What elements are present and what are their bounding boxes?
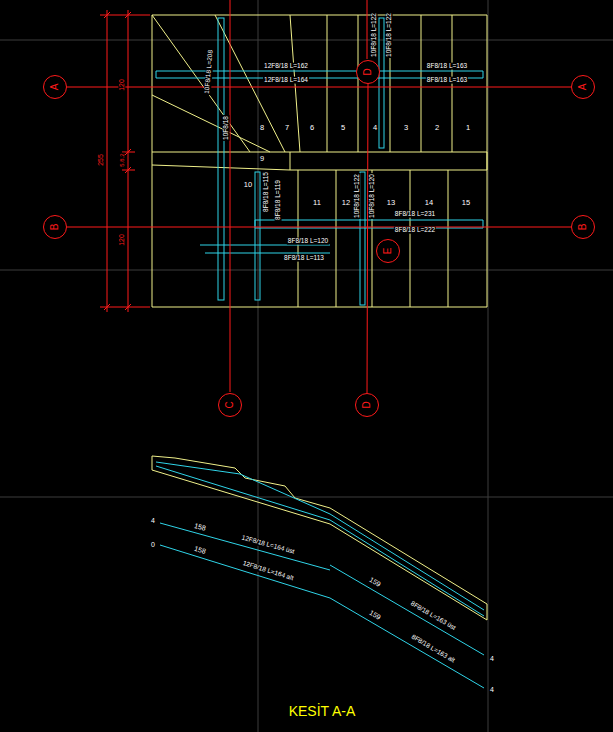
rebar: [379, 18, 384, 148]
stair-outline: [152, 15, 487, 307]
rebar-label: 8F8/18 L=163: [426, 63, 468, 70]
step-number: 3: [403, 124, 409, 132]
rebar-label: 12F8/18 L=164: [263, 77, 309, 84]
rebar-label: 10F8/18 L=122: [371, 12, 378, 58]
step-number: 6: [309, 124, 315, 132]
bar-schedule-line: [160, 523, 484, 688]
rebar-label: 10F8/18 L=122: [354, 173, 361, 219]
section-rebar: [156, 462, 484, 616]
axis-bubble: A: [43, 75, 67, 99]
step-number: 13: [386, 199, 396, 207]
axis-letter: D: [363, 68, 373, 75]
axis-letter: A: [578, 84, 588, 91]
bar-length: 158: [192, 522, 207, 533]
axis-bubble: A: [571, 75, 595, 99]
axis-letter: A: [50, 84, 60, 91]
rebar: [156, 71, 483, 253]
rebar-label: 8F8/18 L=120: [287, 238, 329, 245]
rebar-label: 12F8/18 L=164 üst: [240, 534, 296, 556]
axis-letter: B: [50, 224, 60, 231]
stair-wall: [290, 152, 487, 170]
step-number: 1: [465, 124, 471, 132]
step-number: 12: [341, 199, 351, 207]
rebar-label: 12F8/18 L=164 alt: [241, 560, 295, 583]
axis-bubble: D: [355, 393, 379, 417]
rebar-label: 8F8/18 L=119: [275, 179, 282, 221]
rebar-label: 8F8/18 L=163 alt: [409, 633, 456, 665]
axis-bubble: B: [571, 215, 595, 239]
axis-letter: D: [362, 401, 372, 408]
step-number: 15: [461, 199, 471, 207]
axis-line: [67, 87, 571, 88]
axis-bubble: E: [376, 239, 400, 263]
rebar-label: 10F8/18 L=120: [369, 173, 376, 219]
axis-bubble: B: [43, 215, 67, 239]
rebar: [218, 18, 224, 300]
dimension: 255: [97, 153, 104, 167]
axis-line: [230, 0, 367, 392]
axis-line: [67, 227, 571, 228]
rebar-label: 8F8/18 L=222: [394, 227, 436, 234]
step-number: 7: [284, 124, 290, 132]
step-number: 9: [259, 155, 265, 163]
step-number: 14: [424, 199, 434, 207]
dimension: 120: [118, 78, 125, 92]
step-number: 10: [243, 181, 253, 189]
section-title: KESİT A-A: [287, 703, 358, 719]
step-number: 8: [259, 124, 265, 132]
rebar-label: 10F8/18: [223, 115, 230, 141]
rebar-label: 8F8/18 L=113: [283, 255, 325, 262]
dimension: 5.8.2: [119, 152, 125, 167]
rebar-label: 8F8/18 L=163 üst: [408, 600, 457, 633]
step-number: 2: [434, 124, 440, 132]
dimension: 120: [118, 233, 125, 247]
dimension-line: [100, 10, 150, 312]
rebar-label: 8F8/18 L=115: [263, 171, 270, 213]
axis-letter: E: [383, 248, 393, 255]
rebar-label: 8F8/18 L=163: [426, 77, 468, 84]
rebar-label: 10F8/18 L=122: [386, 12, 393, 58]
axis-letter: B: [578, 224, 588, 231]
step-number: 11: [312, 199, 322, 207]
bar-length: 159: [367, 608, 383, 621]
step-number: 4: [372, 124, 378, 132]
axis-line: [367, 84, 368, 393]
bar-mark: 4: [489, 686, 495, 693]
section-profile: [152, 456, 487, 620]
bar-mark: 4: [150, 517, 156, 524]
rebar-label: 10F8/18 L=208: [204, 49, 215, 95]
axis-bubble: D: [356, 60, 380, 84]
bar-length: 159: [367, 575, 383, 588]
bar-mark: 4: [489, 655, 495, 662]
bar-mark: 0: [150, 541, 156, 548]
winder-line: [152, 15, 300, 170]
step-number: 5: [340, 124, 346, 132]
rebar: [360, 172, 365, 305]
rebar-label: 12F8/18 L=162: [263, 63, 309, 70]
axis-bubble: C: [218, 393, 242, 417]
rebar-label: 8F8/18 L=231: [394, 211, 436, 218]
axis-letter: C: [225, 401, 235, 408]
bar-length: 158: [192, 544, 207, 555]
rebar: [255, 172, 260, 300]
